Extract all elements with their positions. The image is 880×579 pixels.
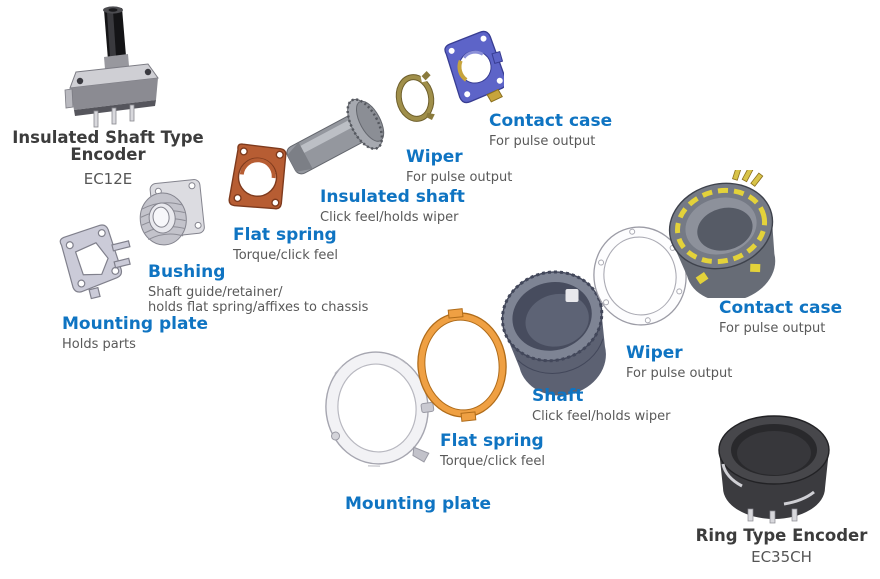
part-desc: For pulse output [719,321,826,336]
part-name: Flat spring [233,225,337,245]
label-ec12e-insulated-shaft: Insulated shaft Click feel/holds wiper [320,187,465,225]
part-name: Wiper [626,343,683,363]
part-name: Flat spring [440,431,544,451]
label-ec12e-flat-spring: Flat spring Torque/click feel [233,225,338,263]
part-desc: Click feel/holds wiper [532,409,671,424]
ec35ch-encoder-image [712,406,836,524]
part-desc: For pulse output [626,366,733,381]
ec12e-encoder-image [60,4,168,128]
part-name: Contact case [489,111,613,131]
ec35ch-mounting-plate-image [320,346,435,474]
label-ec35ch-shaft: Shaft Click feel/holds wiper [532,386,670,424]
ec12e-flat-spring-image [221,141,291,219]
part-desc: Torque/click feel [233,248,339,263]
ec12e-insulated-shaft-image [276,90,391,192]
ec35ch-contact-case-image [663,170,781,298]
part-name: Contact case [719,298,843,318]
ec12e-bushing-image [137,176,207,256]
label-ec35ch-contact-case: Contact case For pulse output [719,298,842,336]
label-ec12e-bushing: Bushing Shaft guide/retainer/ holds flat… [148,262,368,315]
part-desc: Holds parts [62,337,136,352]
part-name: Mounting plate [62,314,209,334]
ec12e-mounting-plate-image [54,220,136,316]
part-name: Insulated shaft [320,187,465,207]
ec12e-title-block: Insulated Shaft Type Encoder EC12E [10,129,206,188]
ec35ch-wiper-image [590,222,690,330]
ec12e-title-line2: Encoder [70,145,146,164]
part-desc: Shaft guide/retainer/ [148,285,283,300]
ec12e-title-line1: Insulated Shaft Type [12,128,204,147]
label-ec35ch-flat-spring: Flat spring Torque/click feel [440,431,545,469]
label-ec35ch-wiper: Wiper For pulse output [626,343,732,381]
part-desc: For pulse output [489,134,596,149]
ec35ch-flat-spring-image [414,308,510,422]
part-name: Wiper [406,147,463,167]
label-ec35ch-mounting-plate: Mounting plate [345,494,491,514]
part-desc: Torque/click feel [440,454,546,469]
ec35ch-title: Ring Type Encoder [695,526,868,545]
ec12e-model: EC12E [83,170,133,188]
part-desc: For pulse output [406,170,513,185]
ec12e-wiper-image [392,70,438,126]
part-name: Shaft [532,386,584,406]
label-ec12e-contact-case: Contact case For pulse output [489,111,612,149]
part-name: Mounting plate [345,494,492,514]
label-ec12e-wiper: Wiper For pulse output [406,147,512,185]
ec12e-contact-case-image [440,26,504,116]
label-ec12e-mounting-plate: Mounting plate Holds parts [62,314,208,352]
ec35ch-title-block: Ring Type Encoder EC35CH [689,527,874,566]
part-desc: holds flat spring/affixes to chassis [148,300,369,315]
part-name: Bushing [148,262,226,282]
part-desc: Click feel/holds wiper [320,210,459,225]
ec35ch-shaft-image [495,258,615,398]
ec35ch-model: EC35CH [751,548,812,566]
